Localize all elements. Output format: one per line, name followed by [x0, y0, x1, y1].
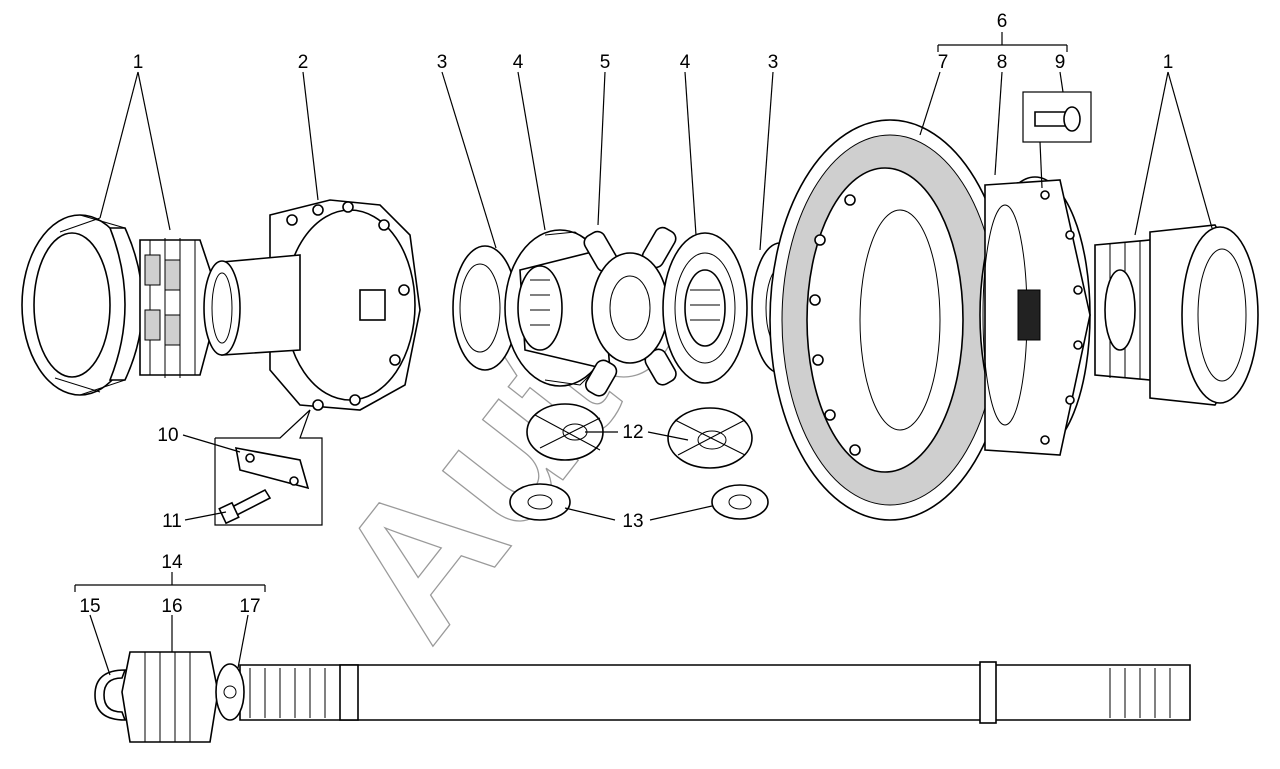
callout-12: 12 — [622, 422, 643, 443]
retainer-plate-inset — [214, 409, 323, 526]
shaft-collar — [215, 663, 245, 721]
pinion-gear-right — [667, 407, 753, 469]
callout-labels: 1 2 3 4 5 4 3 6 7 8 9 1 10 11 12 13 14 1… — [79, 11, 1173, 617]
callout-16: 16 — [161, 596, 182, 617]
side-gear-right — [662, 232, 748, 384]
callout-5: 5 — [600, 52, 611, 73]
bearing-cup-left — [21, 214, 144, 396]
callout-13: 13 — [622, 511, 643, 532]
callout-3-right: 3 — [768, 52, 779, 73]
side-gear-left — [504, 229, 616, 387]
leader-lines — [74, 32, 1213, 676]
pinion-washer-right — [711, 484, 769, 520]
callout-9: 9 — [1055, 52, 1066, 73]
ring-gear — [769, 119, 1011, 521]
callout-15: 15 — [79, 596, 100, 617]
callout-6: 6 — [997, 11, 1008, 32]
callout-14: 14 — [161, 552, 183, 573]
bearing-cup-right — [1149, 224, 1259, 406]
callout-7: 7 — [938, 52, 949, 73]
callout-17: 17 — [239, 596, 260, 617]
callout-1-right: 1 — [1163, 52, 1174, 73]
differential-case-right — [979, 176, 1091, 456]
thrust-washer-left — [452, 245, 518, 371]
snap-ring — [94, 669, 127, 721]
callout-3-left: 3 — [437, 52, 448, 73]
callout-4-left: 4 — [513, 52, 524, 73]
axle-shaft — [239, 661, 1191, 724]
pinion-washer-left — [509, 483, 571, 521]
callout-11: 11 — [162, 511, 182, 532]
callout-10: 10 — [157, 425, 178, 446]
shaft-gear — [121, 651, 219, 743]
callout-1-left: 1 — [133, 52, 144, 73]
callout-4-right: 4 — [680, 52, 691, 73]
differential-case-half — [203, 199, 421, 411]
bolt-inset — [1022, 91, 1092, 143]
callout-8: 8 — [997, 52, 1008, 73]
bearing-cone-left — [139, 238, 221, 378]
callout-2: 2 — [298, 52, 309, 73]
differential-spider — [583, 226, 677, 397]
